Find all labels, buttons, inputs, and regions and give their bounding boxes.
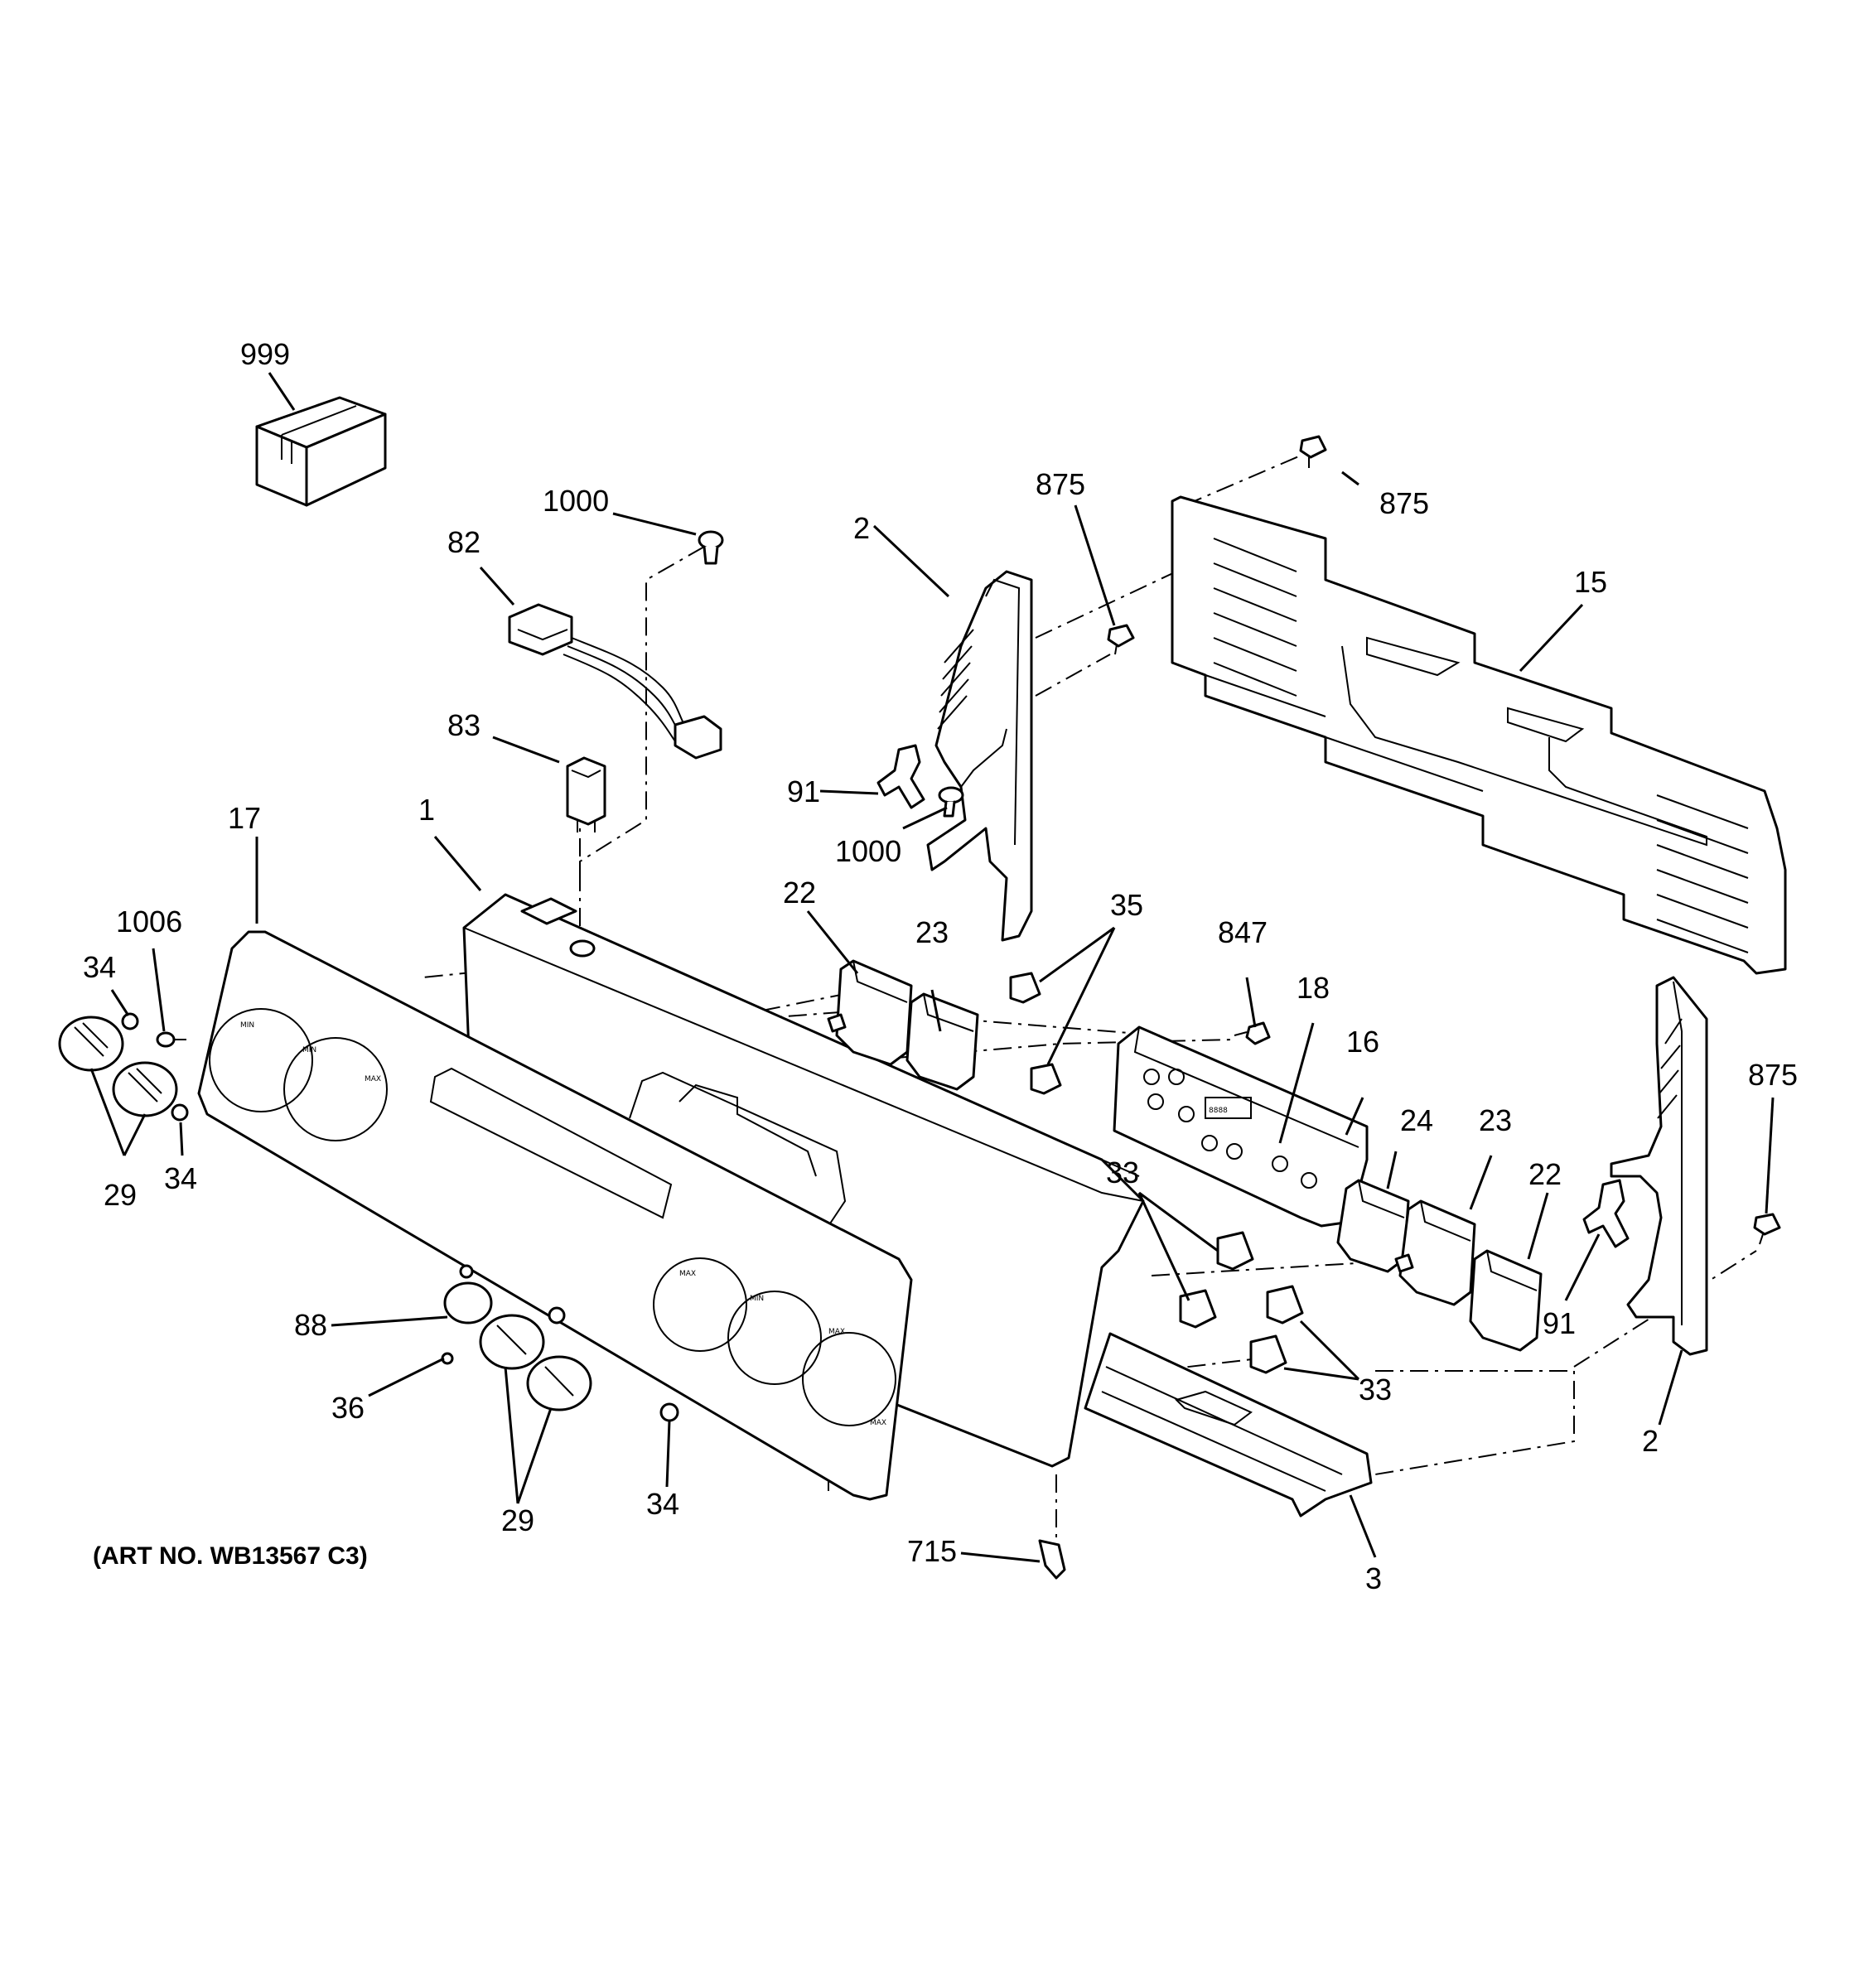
callout-3: 3	[1365, 1561, 1382, 1595]
callout-91-right: 91	[1543, 1306, 1576, 1340]
part-999-literature-box	[255, 396, 387, 507]
part-23-switch-top	[905, 992, 979, 1091]
callout-15: 15	[1574, 565, 1607, 599]
callout-34-left: 34	[164, 1161, 197, 1195]
callout-2-left: 2	[853, 511, 870, 545]
art-number-label: (ART NO. WB13567 C3)	[93, 1542, 368, 1570]
part-847-screw	[1234, 1021, 1271, 1045]
panel-mark-max-3: MAX	[679, 1270, 696, 1278]
callout-1: 1	[418, 793, 435, 827]
callout-1000-mid: 1000	[835, 834, 901, 868]
part-29-knobs-left	[58, 1016, 178, 1117]
part-83-receptacle	[566, 756, 606, 832]
callout-875-mid: 875	[1036, 467, 1085, 501]
part-1000-screw-mid	[938, 786, 964, 818]
panel-mark-min-2: MIN	[302, 1046, 316, 1054]
part-1006-screw	[156, 1031, 186, 1048]
callout-labels: 999 1000 82 83 2 875 875 15 91 1000 17 1…	[83, 337, 1798, 1595]
callout-34-bottom: 34	[646, 1487, 679, 1521]
part-91-clip-right	[1582, 1179, 1630, 1248]
part-22-switch-top	[827, 959, 913, 1066]
part-88-knob	[443, 1281, 493, 1325]
callout-35: 35	[1110, 888, 1143, 922]
panel-mark-max-2: MAX	[365, 1075, 381, 1083]
callout-91-left: 91	[787, 774, 820, 808]
callout-29-bottom: 29	[501, 1503, 534, 1537]
part-17-front-panel: MIN MIN MAX MAX MIN MAX MAX	[197, 930, 913, 1501]
callout-18: 18	[1297, 971, 1330, 1005]
callout-1006: 1006	[116, 905, 182, 939]
callout-999: 999	[240, 337, 290, 371]
part-23-switch-right	[1394, 1199, 1476, 1306]
panel-mark-min-1: MIN	[240, 1021, 254, 1030]
callout-2-right: 2	[1642, 1424, 1659, 1458]
part-3-bottom-trim	[1084, 1332, 1373, 1518]
callout-82: 82	[447, 525, 480, 559]
part-35-indicator-lights	[1009, 972, 1062, 1095]
part-22-switch-right	[1469, 1249, 1543, 1352]
callout-715: 715	[907, 1534, 957, 1568]
callout-34-top: 34	[83, 950, 116, 984]
part-15-back-panel	[1171, 495, 1787, 975]
callout-17: 17	[228, 801, 261, 835]
callout-88: 88	[294, 1308, 327, 1342]
part-875-screw-right	[1753, 1213, 1781, 1245]
part-875-screw-mid	[1107, 624, 1135, 655]
callout-83: 83	[447, 708, 480, 742]
callout-22-top: 22	[783, 876, 816, 910]
part-2-side-bracket-right	[1610, 976, 1708, 1356]
part-16-control-board: 8888	[1113, 1025, 1369, 1228]
leader-lines	[89, 372, 1775, 1563]
part-715-screw	[1038, 1539, 1066, 1580]
part-33-rocker-switches	[1179, 1231, 1304, 1374]
callout-875-top: 875	[1379, 486, 1429, 520]
part-82-wire-harness	[508, 603, 722, 760]
callout-16: 16	[1346, 1025, 1379, 1059]
callout-36: 36	[331, 1391, 365, 1425]
part-34-nuts-left	[121, 1012, 189, 1122]
part-29-knobs-bottom	[479, 1314, 592, 1411]
callout-23-top: 23	[915, 915, 949, 949]
part-24-switch	[1336, 1179, 1410, 1273]
part-2-side-bracket-left	[926, 570, 1033, 942]
callout-33-left: 33	[1106, 1156, 1139, 1189]
callout-22-right: 22	[1528, 1157, 1562, 1191]
callout-1000-top: 1000	[543, 484, 609, 518]
callout-23-right: 23	[1479, 1103, 1512, 1137]
part-875-screw-top	[1299, 435, 1327, 468]
part-91-clip-left	[876, 744, 925, 809]
callout-33-right: 33	[1359, 1373, 1392, 1407]
panel-mark-max-4: MAX	[828, 1328, 845, 1336]
callout-29-left: 29	[104, 1178, 137, 1212]
panel-mark-min-4: MIN	[750, 1295, 764, 1303]
callout-875-right: 875	[1748, 1058, 1798, 1092]
panel-mark-max-5: MAX	[870, 1419, 886, 1427]
part-1000-screw-top	[698, 530, 724, 565]
callout-24: 24	[1400, 1103, 1433, 1137]
callout-847: 847	[1218, 915, 1268, 949]
display-digits: 8888	[1209, 1107, 1228, 1115]
